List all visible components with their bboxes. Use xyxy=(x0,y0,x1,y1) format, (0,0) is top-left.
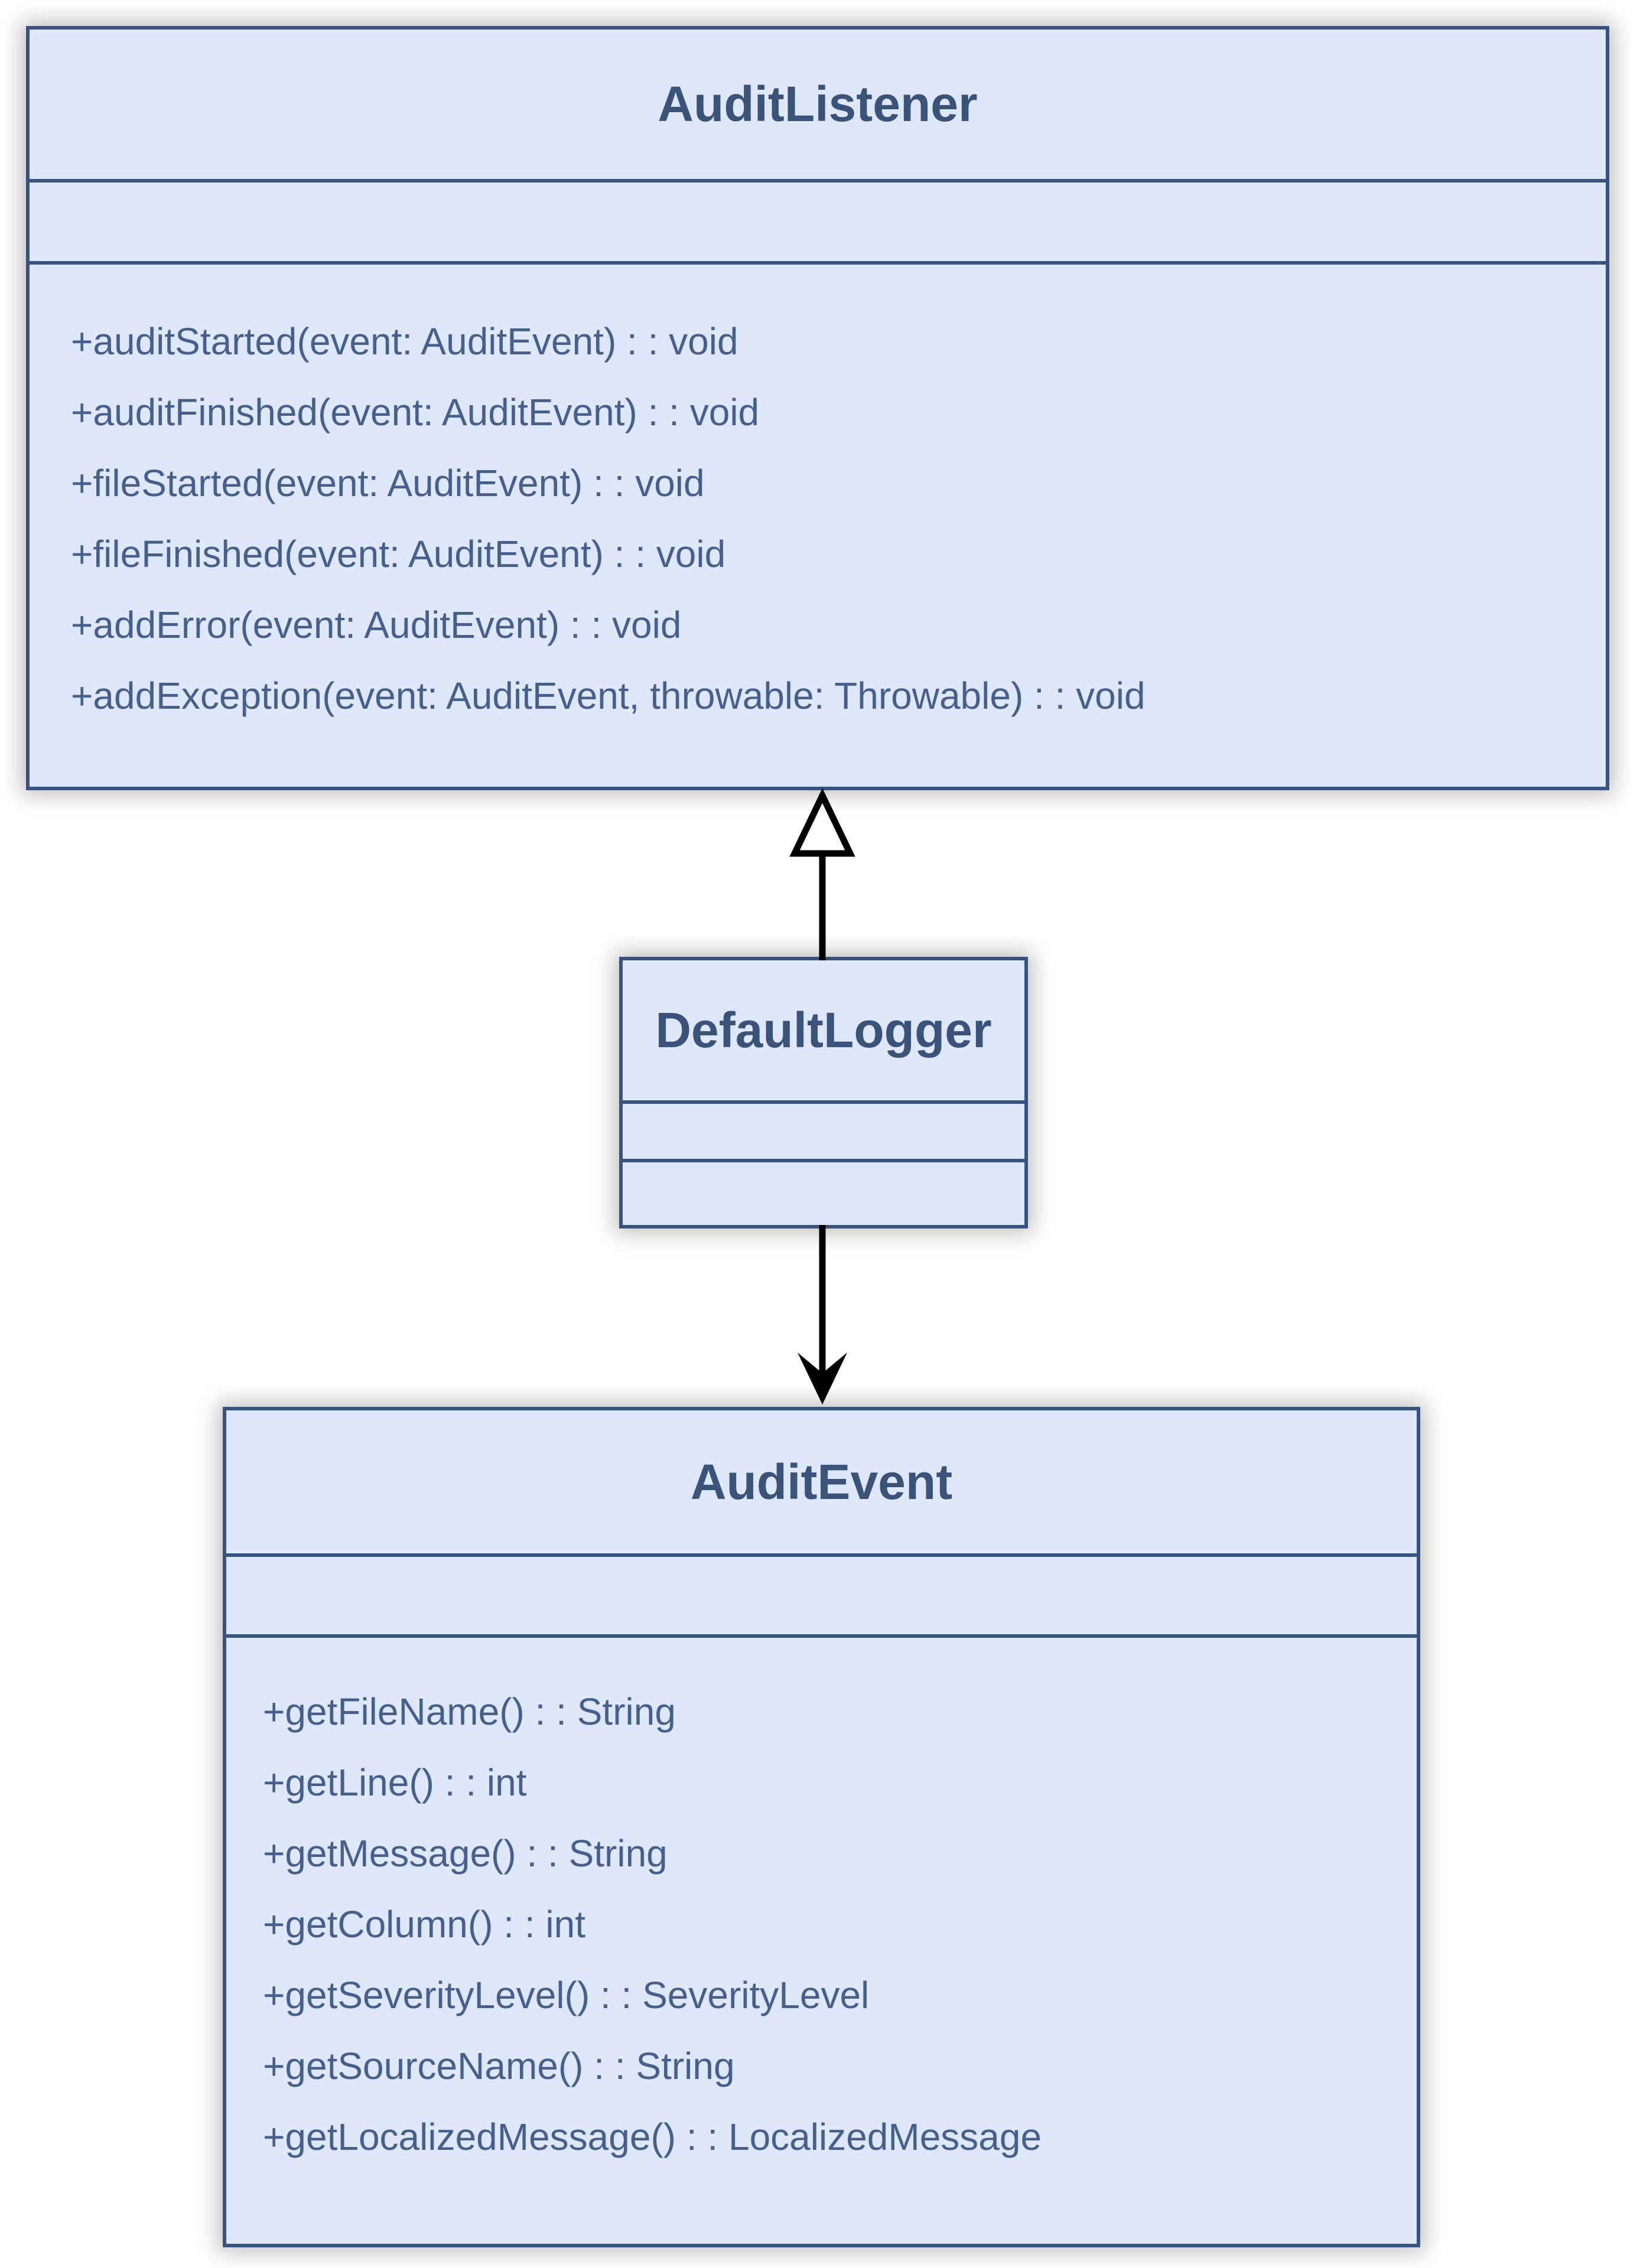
methods-compartment: +getFileName() : : String +getLine() : : … xyxy=(226,1638,1417,2244)
class-title: AuditEvent xyxy=(226,1410,1417,1557)
method-signature: +getMessage() : : String xyxy=(263,1832,668,1875)
method-signature: +auditStarted(event: AuditEvent) : : voi… xyxy=(71,320,738,363)
method-signature: +getSourceName() : : String xyxy=(263,2045,735,2087)
attributes-compartment xyxy=(30,183,1606,265)
method-signature: +addException(event: AuditEvent, throwab… xyxy=(71,674,1146,717)
class-title: AuditListener xyxy=(30,30,1606,183)
method-signature: +addError(event: AuditEvent) : : void xyxy=(71,604,682,646)
method-signature: +fileFinished(event: AuditEvent) : : voi… xyxy=(71,533,726,575)
methods-compartment xyxy=(623,1162,1024,1225)
method-signature: +getFileName() : : String xyxy=(263,1690,676,1733)
methods-compartment: +auditStarted(event: AuditEvent) : : voi… xyxy=(30,265,1606,787)
method-signature: +fileStarted(event: AuditEvent) : : void xyxy=(71,462,705,504)
method-signature: +auditFinished(event: AuditEvent) : : vo… xyxy=(71,391,760,434)
method-signature: +getLocalizedMessage() : : LocalizedMess… xyxy=(263,2116,1042,2158)
class-title: DefaultLogger xyxy=(623,960,1024,1104)
hollow-triangle-arrowhead-icon xyxy=(789,788,855,857)
method-signature: +getColumn() : : int xyxy=(263,1903,585,1946)
method-signature: +getSeverityLevel() : : SeverityLevel xyxy=(263,1974,870,2016)
attributes-compartment xyxy=(226,1557,1417,1638)
class-box-auditevent: AuditEvent +getFileName() : : String+get… xyxy=(223,1407,1420,2247)
method-signature: +getLine() : : int xyxy=(263,1761,527,1804)
attributes-compartment xyxy=(623,1104,1024,1162)
class-box-auditlistener: AuditListener +auditStarted(event: Audit… xyxy=(26,26,1609,790)
filled-dart-arrowhead-icon xyxy=(798,1353,847,1405)
class-box-defaultlogger: DefaultLogger xyxy=(619,957,1028,1228)
